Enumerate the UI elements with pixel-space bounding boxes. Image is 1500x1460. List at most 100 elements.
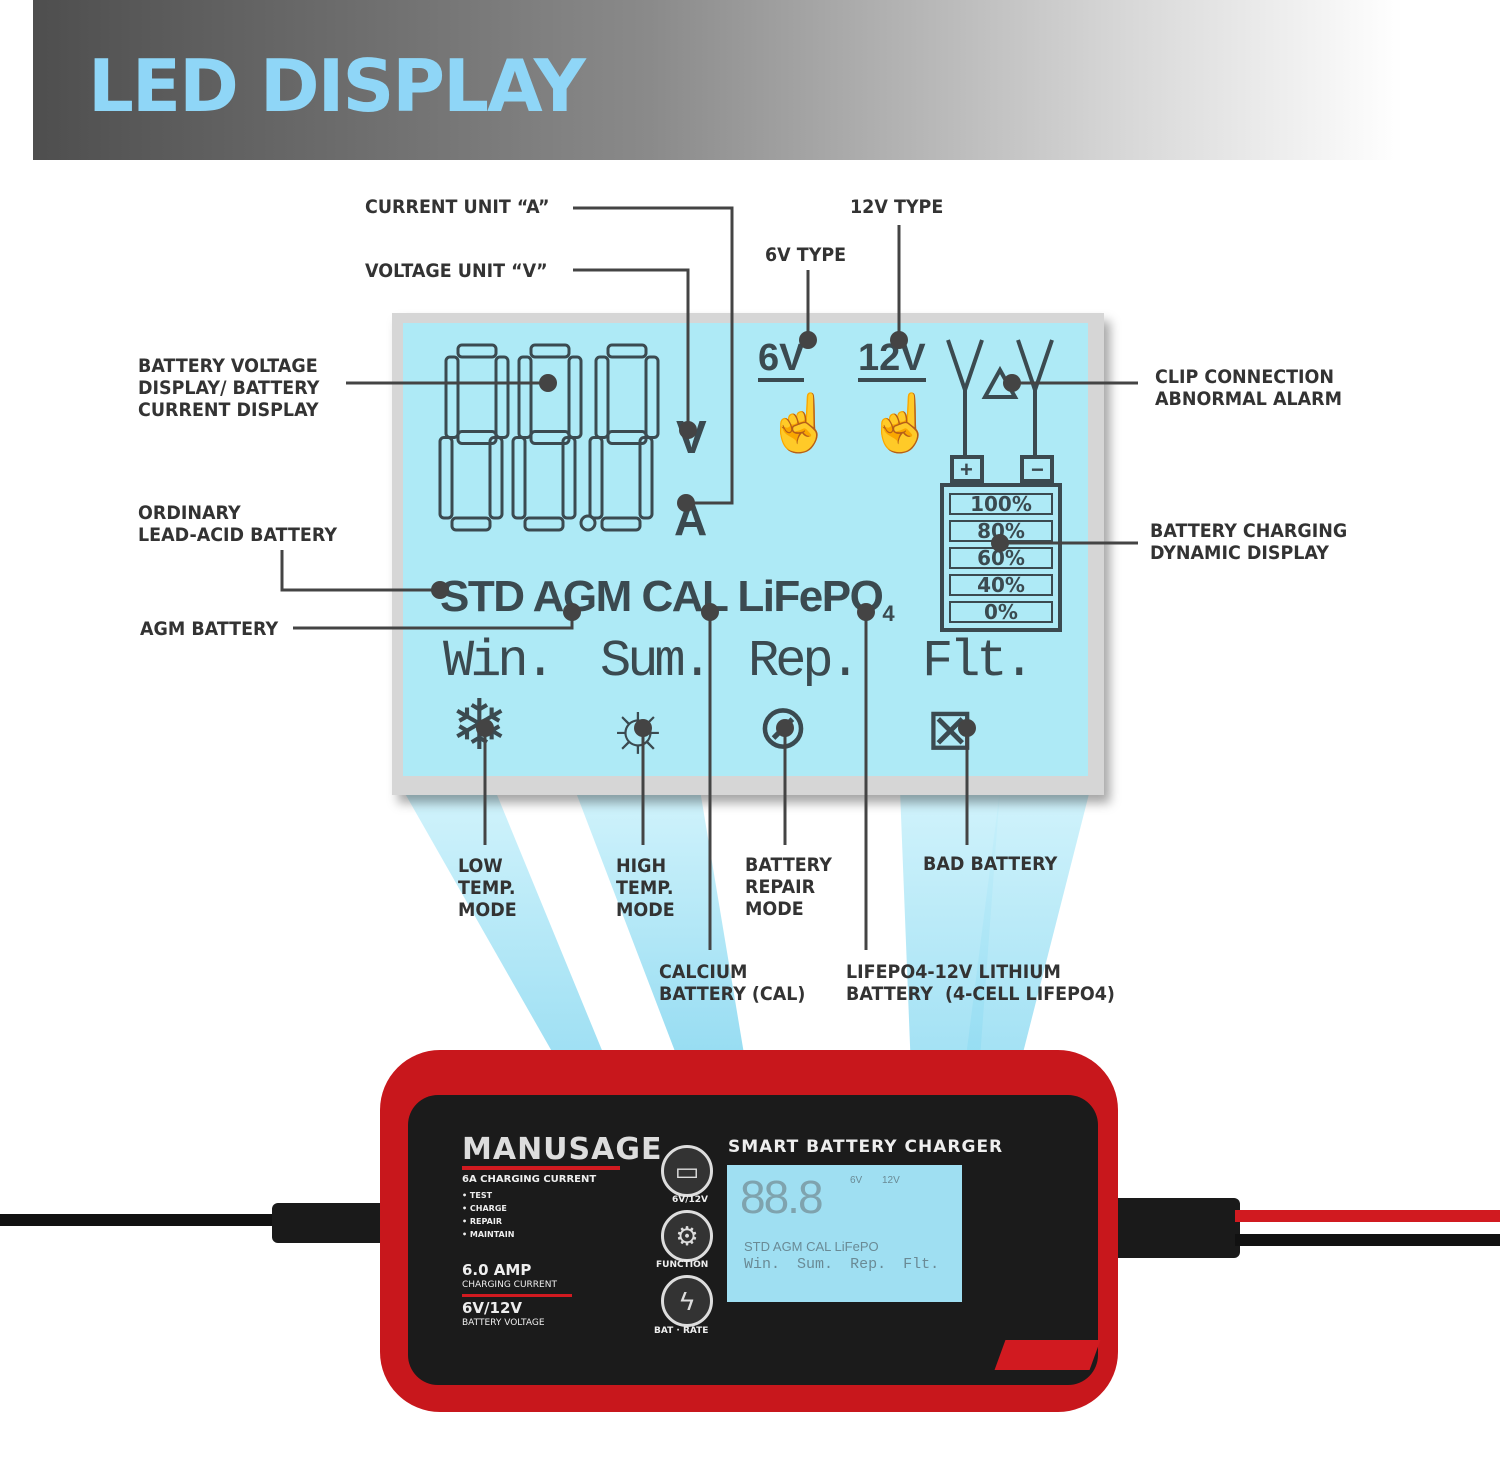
cable-strain-right [1110,1198,1240,1258]
level-40: 40% [949,574,1053,596]
plus-sign: + [960,457,973,482]
line-current [573,206,734,505]
label-low-temp: LOW TEMP. MODE [458,855,517,921]
digit-segment [444,355,460,439]
label-repair: BATTERY REPAIR MODE [745,854,832,920]
leader-dots [431,331,1021,737]
terminal-minus [1020,455,1054,483]
cable-strain-left [272,1203,387,1243]
digit-segment [606,430,648,445]
function-button[interactable]: ⚙ [661,1210,713,1262]
label-12v-type: 12V TYPE [850,196,944,218]
digit-segment [567,355,583,439]
voltage-sub: BATTERY VOLTAGE [462,1318,545,1328]
function-button-label: FUNCTION [656,1260,709,1270]
clip-icon [1016,339,1054,455]
mini-6v: 6V [850,1175,863,1186]
digit-segment [600,516,642,532]
lcd-screen [403,323,1088,776]
device-heading: SMART BATTERY CHARGER [728,1137,1004,1157]
digit-segment [450,516,492,532]
mini-mode: Sum. [797,1256,834,1273]
label-charging-display: BATTERY CHARGING DYNAMIC DISPLAY [1150,520,1348,564]
line-ordinary [280,550,440,592]
label-clip-alarm: CLIP CONNECTION ABNORMAL ALARM [1155,366,1343,410]
mini-digits: 88.8 [740,1171,824,1223]
clip-icon [946,339,984,455]
digit-segment [529,343,571,359]
feature: • CHARGE [462,1204,507,1213]
digit-segment [511,436,527,520]
voltage-button[interactable]: ▭ [661,1145,713,1197]
mini-mode: Win. [744,1256,781,1273]
digit-segment [456,430,498,445]
header-banner [33,0,1403,160]
page-title: LED DISPLAY [88,44,586,128]
clip-battery-graphic: + − [940,339,1062,632]
digit-segment [438,436,454,520]
label-ordinary: ORDINARY LEAD-ACID BATTERY [138,502,338,546]
digit-segment [494,355,510,439]
feature: • TEST [462,1191,493,1200]
label-voltage-unit: VOLTAGE UNIT “V” [365,260,548,282]
mode-win: Win. [443,632,556,691]
hand-pointer-icon: ☝ [866,391,936,454]
mode-flt: Flt. [922,632,1035,691]
feature: • MAINTAIN [462,1230,515,1239]
minus-sign: − [1031,457,1044,482]
divider [462,1294,572,1297]
digit-segment [588,436,604,520]
label-bad: BAD BATTERY [923,853,1058,875]
cable-left [0,1214,290,1226]
amp-rating: 6.0 AMP [462,1261,532,1279]
line-voltage [573,268,690,430]
subscript: 4 [882,600,894,626]
cable-red [1235,1210,1500,1222]
mini-modes: Win. Sum. Rep. Flt. [744,1256,939,1273]
type-6v: 6V [758,338,805,382]
feature: • REPAIR [462,1217,502,1226]
label-lifepo4: LIFEPO4-12V LITHIUM BATTERY (4-CELL LIFE… [846,961,1115,1005]
mini-mode: Flt. [903,1256,940,1273]
voltage-button-label: 6V/12V [672,1195,709,1205]
digit-segment [456,343,498,359]
device-subtitle: 6A CHARGING CURRENT [462,1174,597,1185]
label-6v-type: 6V TYPE [765,244,847,266]
cable-black [1235,1234,1500,1246]
decimal-point [579,514,597,532]
label-voltage-display: BATTERY VOLTAGE DISPLAY/ BATTERY CURRENT… [138,355,320,421]
digit-segment [529,430,571,445]
level-100: 100% [949,493,1053,515]
mini-mode: Rep. [850,1256,887,1273]
label-calcium: CALCIUM BATTERY (CAL) [659,961,806,1005]
divider [462,1166,620,1170]
terminal-plus [950,455,984,483]
voltage-rating: 6V/12V [462,1299,523,1317]
digit-segment [594,355,610,439]
battery-body [940,483,1062,632]
level-0: 0% [949,601,1053,623]
digit-segment [606,343,648,359]
mode-rep: Rep. [748,632,861,691]
bat-rate-button-label: BAT · RATE [654,1326,709,1336]
digit-segment [644,355,660,439]
digit-segment [523,516,565,532]
mini-types: STD AGM CAL LiFePO [744,1239,879,1254]
label-current-unit: CURRENT UNIT “A” [365,196,550,218]
brand-logo: MANUSAGE [462,1132,663,1167]
bat-rate-button[interactable]: ϟ [661,1275,713,1327]
battery-types: STD AGM CAL LiFePO4 [440,572,895,627]
mini-lcd [727,1165,962,1302]
red-accent [994,1340,1101,1370]
label-agm: AGM BATTERY [140,618,279,640]
label-high-temp: HIGH TEMP. MODE [616,855,675,921]
hand-pointer-icon: ☝ [765,391,835,454]
mode-sum: Sum. [600,632,713,691]
amp-sub: CHARGING CURRENT [462,1280,557,1290]
digit-segment [517,355,533,439]
mini-12v: 12V [882,1175,900,1186]
line-agm [293,612,574,630]
battery-types-text: STD AGM CAL LiFePO [440,572,884,621]
